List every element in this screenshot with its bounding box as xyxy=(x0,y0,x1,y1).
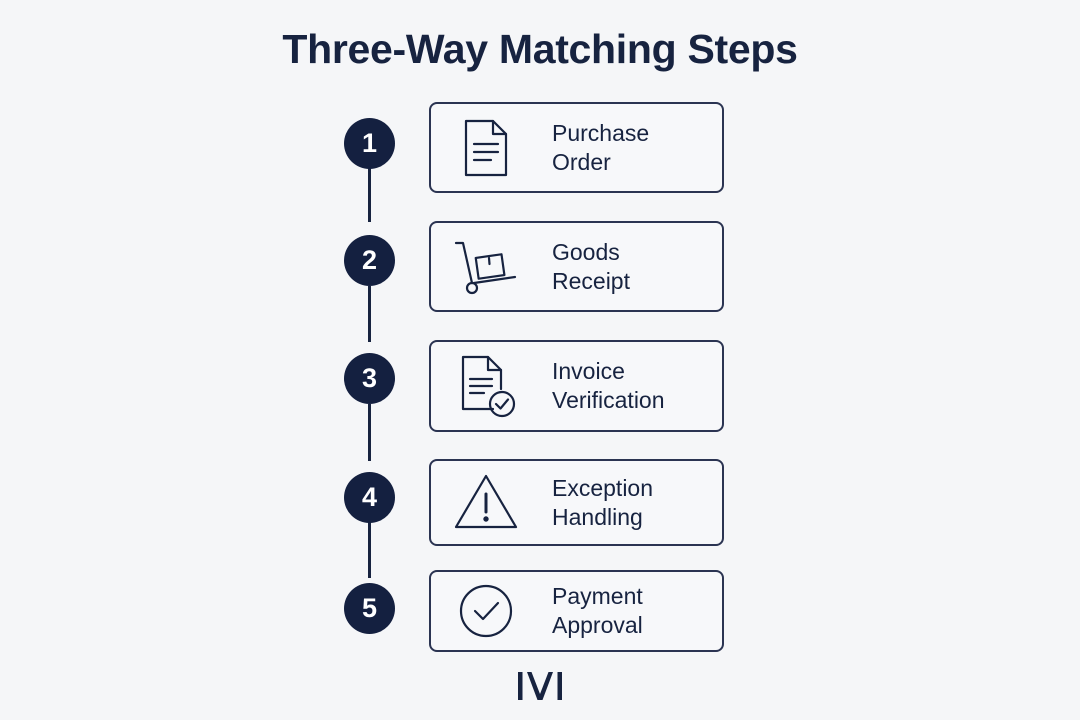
timeline-connector xyxy=(368,286,371,342)
step-label: Goods Receipt xyxy=(552,238,630,296)
step-number-badge: 2 xyxy=(344,235,395,286)
warning-icon xyxy=(453,470,519,536)
step-number-badge: 5 xyxy=(344,583,395,634)
step-label-line: Verification xyxy=(552,387,665,413)
step-label-line: Approval xyxy=(552,612,643,638)
step-label-line: Payment xyxy=(552,583,643,609)
step-label: Exception Handling xyxy=(552,474,653,532)
document-icon xyxy=(453,115,519,181)
step-label: Purchase Order xyxy=(552,119,649,177)
step-label: Payment Approval xyxy=(552,582,643,640)
step-label-line: Exception xyxy=(552,474,654,501)
step-card-exception-handling: Exception Handling xyxy=(429,459,724,546)
timeline-connector xyxy=(368,520,371,578)
timeline-connector xyxy=(368,166,371,222)
document-check-icon xyxy=(453,353,519,419)
step-label-line: Receipt xyxy=(552,267,630,294)
step-label-line: Goods xyxy=(552,238,620,265)
step-number-badge: 3 xyxy=(344,353,395,404)
step-card-payment-approval: Payment Approval xyxy=(429,570,724,652)
step-number-badge: 1 xyxy=(344,118,395,169)
step-label-line: Order xyxy=(552,148,611,175)
timeline-connector xyxy=(368,404,371,461)
step-label-line: Purchase xyxy=(552,119,650,146)
hand-truck-icon xyxy=(453,234,519,300)
step-label-line: Invoice xyxy=(552,358,625,384)
check-circle-icon xyxy=(453,578,519,644)
step-number-badge: 4 xyxy=(344,472,395,523)
step-card-goods-receipt: Goods Receipt xyxy=(429,221,724,312)
step-card-invoice-verification: Invoice Verification xyxy=(429,340,724,432)
step-label: Invoice Verification xyxy=(552,357,665,415)
page-title: Three-Way Matching Steps xyxy=(282,26,798,72)
brand-logo xyxy=(500,670,580,704)
step-card-purchase-order: Purchase Order xyxy=(429,102,724,193)
step-label-line: Handling xyxy=(552,503,643,530)
